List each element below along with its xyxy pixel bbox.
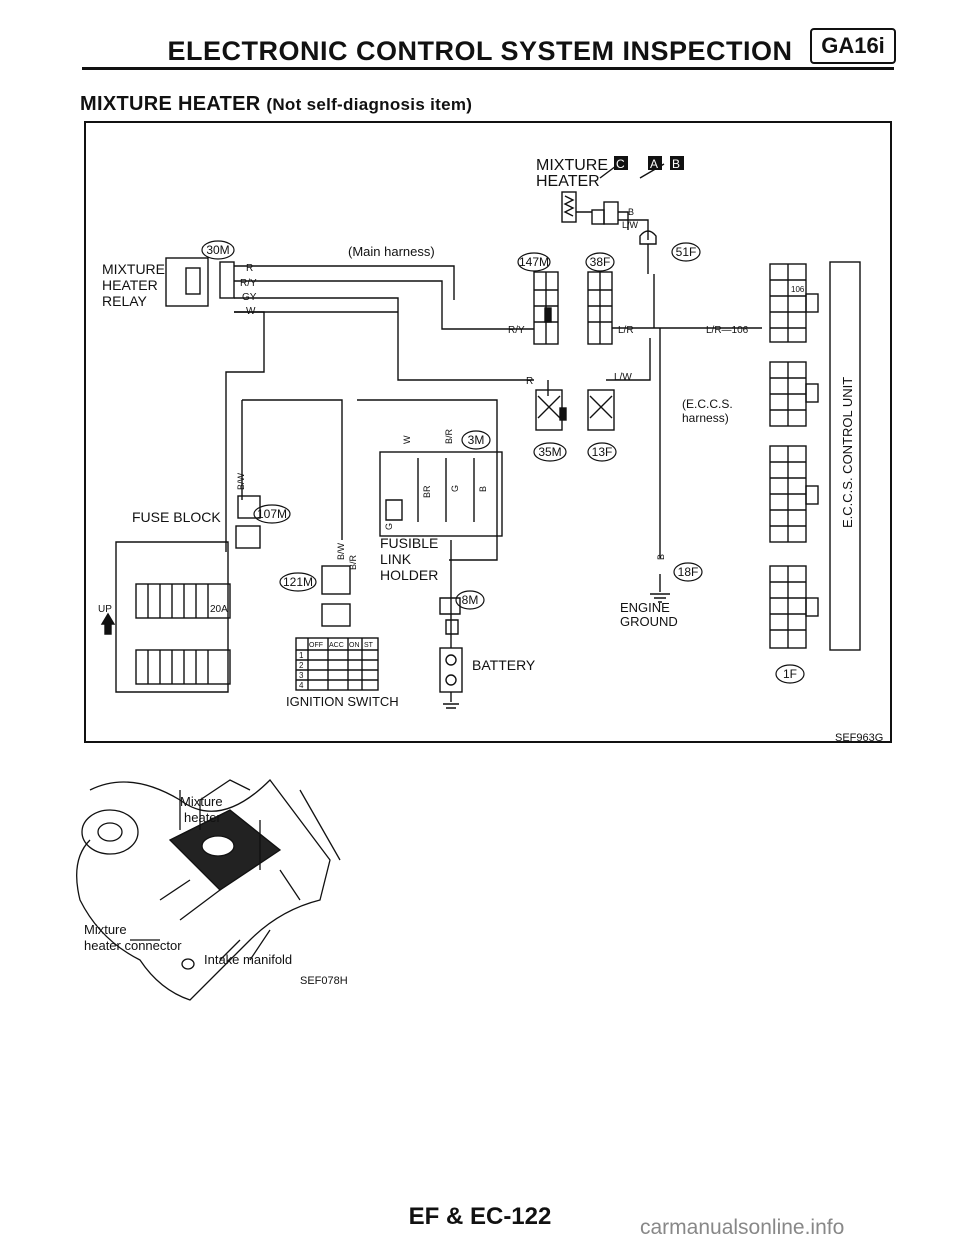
conn-51f: 51F [676,245,697,259]
ign-row-1: 1 [299,651,304,660]
page-number: EF & EC-122 [408,1203,552,1230]
photo-heater-label-2: heater [184,810,222,825]
wire-lw-13f: L/W [614,372,632,383]
ign-row-2: 2 [299,661,304,670]
wire-lw-top: L/W [622,220,639,230]
connector-121m-block [321,565,351,595]
section-title: MIXTURE HEATER [80,93,261,115]
watermark: carmanualsonline.info [640,1216,845,1239]
fuse-amp-label: 20A [210,604,228,615]
wire-ry: R/Y [240,278,257,289]
conn-1f: 1F [783,667,797,681]
ign-header-off: OFF [309,642,323,649]
diagram-code: SEF963G [835,732,884,744]
up-label: UP [98,604,112,615]
ign-header-st: ST [364,642,374,649]
wire-lr106: L/R—106 [706,325,749,336]
conn-107m: 107M [257,507,287,521]
relay-label-3: RELAY [102,293,148,309]
conn-8m: 8M [462,593,479,607]
mixture-heater-label-1: MIXTURE [536,157,608,174]
fusible-link-label-1: FUSIBLE [380,535,438,551]
fuse-block-outline [115,541,229,693]
conn-30m: 30M [206,243,229,257]
conn-121m: 121M [283,575,313,589]
ign-row-4: 4 [299,681,304,690]
ignition-switch-label: IGNITION SWITCH [286,694,399,709]
eccs-unit-label: E.C.C.S. CONTROL UNIT [840,377,855,528]
wire-gy: GY [242,292,257,303]
wire-bw: B/W [236,472,246,490]
mh-badge-a: A [650,157,658,171]
wire-w: W [246,306,256,317]
photo-code: SEF078H [300,975,348,987]
fusible-link-label-2: LINK [380,551,412,567]
pin-106: 106 [791,285,805,294]
mh-badge-c: C [616,157,625,171]
connector-13f-block [587,389,615,431]
wire-g-fl: G [384,523,394,530]
section-heading: MIXTURE HEATER (Not self-diagnosis item) [80,93,472,116]
wire-w-3m: W [402,435,412,444]
ignition-switch-table [295,637,379,691]
mixture-heater-label-2: HEATER [536,173,600,190]
wire-br-121: B/R [348,554,358,570]
wiring-diagram-frame [84,121,892,743]
photo-connector-label-2: heater connector [84,938,182,953]
conn-35m: 35M [538,445,561,459]
battery-label: BATTERY [472,657,536,673]
wire-r-35m: R [526,376,533,387]
eccs-harness-label-1: (E.C.C.S. [682,397,733,411]
wire-b-fl: B [478,486,488,492]
relay-label-1: MIXTURE [102,261,165,277]
fusible-link-label-3: HOLDER [380,567,438,583]
heater-element-icon [561,191,577,223]
engine-ground-label-1: ENGINE [620,600,670,615]
engine-ground-label-2: GROUND [620,614,678,629]
fusible-link-holder-box [379,451,503,537]
photo-manifold-label: Intake manifold [204,952,292,967]
conn-18f: 18F [678,565,699,579]
ign-row-3: 3 [299,671,304,680]
wire-r: R [246,263,253,274]
section-subtitle: (Not self-diagnosis item) [266,95,473,114]
wire-br-3m: B/R [444,428,454,444]
header-rule [82,67,894,70]
conn-147m: 147M [519,255,549,269]
page-title: ELECTRONIC CONTROL SYSTEM INSPECTION [167,36,793,66]
wire-b-ground: B [656,554,666,560]
eccs-harness-label-2: harness) [682,411,729,425]
ign-header-acc: ACC [329,642,344,649]
main-harness-label: (Main harness) [348,244,435,259]
wire-bw-121: B/W [336,542,346,560]
engine-illustration [76,779,341,1001]
wire-ry-147: R/Y [508,325,525,336]
photo-heater-label-1: Mixture [180,794,223,809]
wire-br-fl: BR [422,485,432,498]
relay-body-icon [165,257,209,307]
eccs-control-unit-box [829,261,861,651]
wire-b-top: B [628,207,634,217]
engine-badge: GA16i [810,28,896,64]
conn-13f: 13F [592,445,613,459]
connector-35m-block [535,389,563,431]
up-arrow-icon [100,612,116,635]
relay-label-2: HEATER [102,277,158,293]
photo-connector-label-1: Mixture [84,922,127,937]
conn-38f: 38F [590,255,611,269]
conn-3m: 3M [468,433,485,447]
heater-resistor-icon [563,195,575,217]
mh-badge-b: B [672,157,680,171]
ign-header-on: ON [349,642,360,649]
wire-g-fl-2: G [450,485,460,492]
fuse-block-label: FUSE BLOCK [132,509,221,525]
wire-lr: L/R [618,325,634,336]
